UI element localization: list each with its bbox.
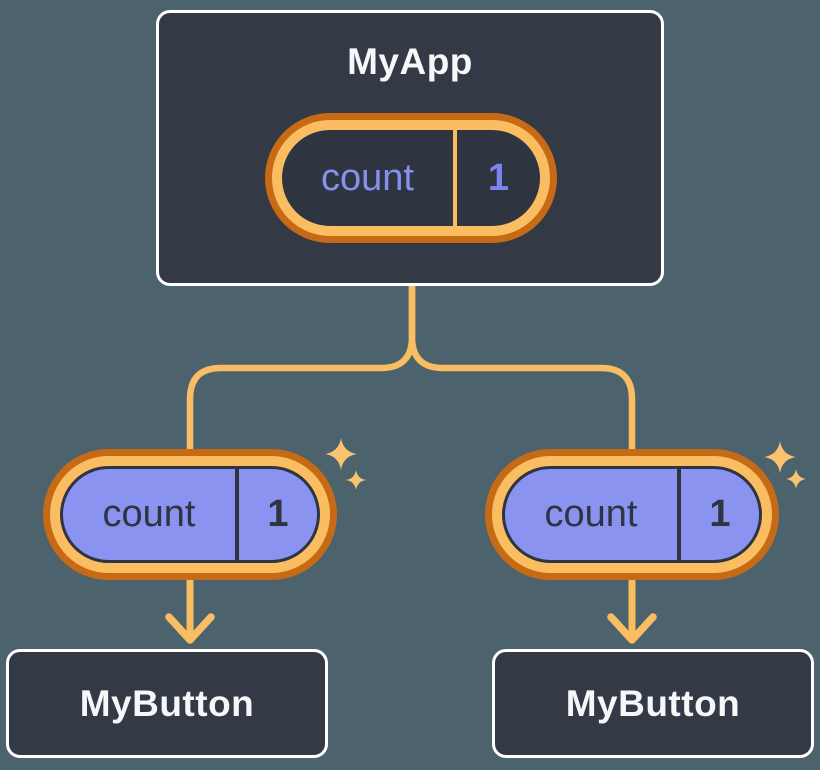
branch-line-right <box>408 286 636 450</box>
prop-pill-label: count <box>102 493 196 535</box>
state-pill-value: 1 <box>487 156 510 199</box>
pill-divider <box>453 130 457 226</box>
prop-pill: count 1 <box>60 466 320 563</box>
sparkle-icon <box>764 441 806 489</box>
child-component-card: MyButton <box>492 649 814 758</box>
app-component-card: MyApp count 1 <box>156 10 664 286</box>
arrow-left-head <box>165 613 215 644</box>
prop-pill: count 1 <box>502 466 762 563</box>
pill-divider <box>235 469 239 560</box>
prop-pill-label: count <box>544 493 638 535</box>
prop-pill-value: 1 <box>709 493 731 535</box>
prop-pill-value: 1 <box>267 493 289 535</box>
child-component-card: MyButton <box>6 649 328 758</box>
sparkle-icon <box>325 438 366 490</box>
state-pill-label: count <box>321 156 414 199</box>
state-pill: count 1 <box>272 120 550 236</box>
app-title: MyApp <box>347 41 473 82</box>
pill-divider <box>677 469 681 560</box>
branch-line-left <box>186 286 416 450</box>
child-title: MyButton <box>79 682 255 724</box>
child-title: MyButton <box>565 682 741 724</box>
arrow-right-head <box>607 613 657 644</box>
